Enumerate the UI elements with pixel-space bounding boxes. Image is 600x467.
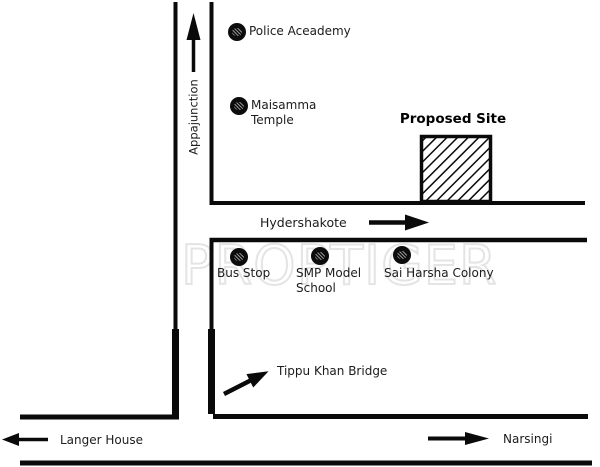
- narsingi-right-arrow-icon: [428, 432, 489, 445]
- bus-stop-label: Bus Stop: [217, 266, 271, 280]
- langer-house-left-arrow-icon: [2, 433, 48, 446]
- up-arrow-icon: [186, 13, 201, 72]
- maisamma-temple-label-line1: Maisamma: [251, 98, 317, 112]
- smp-model-school-label-line2: School: [296, 281, 336, 295]
- sai-harsha-colony-label: Sai Harsha Colony: [384, 266, 494, 280]
- smp-model-school-marker-icon: [311, 247, 329, 265]
- maisamma-temple-label-line2: Temple: [251, 113, 294, 127]
- maisamma-temple-label: Maisamma Temple: [251, 98, 316, 128]
- tippu-khan-bridge-arrow-icon: [222, 371, 269, 397]
- appajunction-road-label: Appajunction: [186, 79, 201, 155]
- maisamma-temple-marker-icon: [230, 97, 248, 115]
- proposed-site-label: Proposed Site: [399, 111, 507, 127]
- watermark-text: PROPTIGER: [180, 233, 498, 298]
- smp-model-school-label: SMP Model School: [296, 266, 361, 296]
- smp-model-school-label-line1: SMP Model: [296, 266, 362, 280]
- proposed-site-block: [419, 134, 493, 204]
- tippu-khan-bridge-label: Tippu Khan Bridge: [277, 364, 388, 378]
- sai-harsha-colony-marker-icon: [393, 246, 411, 264]
- police-academy-label: Police Aceademy: [249, 24, 351, 38]
- hydershakote-right-arrow-icon: [369, 214, 429, 231]
- bus-stop-marker-icon: [230, 248, 248, 266]
- langer-house-label: Langer House: [60, 433, 143, 447]
- police-academy-marker-icon: [228, 23, 246, 41]
- narsingi-label: Narsingi: [503, 432, 553, 446]
- hydershakote-road-label: Hydershakote: [260, 215, 347, 230]
